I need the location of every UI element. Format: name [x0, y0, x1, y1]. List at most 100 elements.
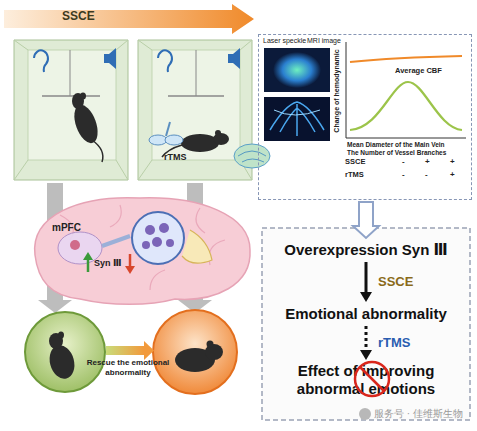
- cage: [14, 40, 28, 50]
- table-cell: +: [450, 157, 455, 166]
- mouse: [215, 130, 221, 136]
- node-text: Average CBF: [395, 66, 442, 75]
- level-arrow: [125, 266, 135, 274]
- summary-step: Effect of improving abnormal emotions: [284, 362, 448, 400]
- synapse-illustration: [102, 236, 130, 246]
- synapse-illustration: [152, 237, 162, 247]
- edge-label: rTMS: [378, 335, 411, 350]
- watermark-icon: [359, 408, 371, 420]
- synapse-illustration: [142, 241, 150, 249]
- sound-icon: [34, 48, 240, 72]
- level-arrow: [87, 258, 90, 272]
- mouse: [70, 102, 102, 146]
- cage: [28, 50, 116, 160]
- imaging-panel: Laser speckleMRI imageChange of hemodyna…: [258, 34, 472, 200]
- cage-box: rTMS: [138, 40, 252, 180]
- mouse: [80, 93, 86, 100]
- synapse-illustration: [58, 212, 212, 264]
- hemodynamic-chart: [346, 42, 466, 138]
- synapse-illustration: [159, 223, 169, 233]
- timeline-arrow: [4, 4, 254, 34]
- sound-icon: [228, 54, 233, 63]
- mouse: [181, 134, 219, 152]
- imaging-picture: [264, 48, 330, 141]
- rescue-arrow: [106, 346, 144, 355]
- table-cell: SSCE: [345, 157, 365, 166]
- imaging-picture: [270, 102, 324, 136]
- node-text: MRI image: [307, 37, 341, 44]
- node-text: mPFC: [52, 222, 81, 233]
- node-text: Emotional abnormality: [268, 304, 464, 324]
- table-cell: -: [402, 157, 405, 166]
- timeline-label: SSCE: [62, 9, 95, 23]
- hemodynamic-chart: [346, 138, 466, 139]
- synapse-illustration: [70, 240, 80, 250]
- watermark: 服务号 · 佳维斯生物: [374, 407, 463, 421]
- imaging-picture: [273, 52, 321, 88]
- rescue-arrow: [106, 341, 154, 360]
- synapse-illustration: [145, 225, 155, 235]
- cage: [138, 40, 152, 50]
- table-cell: +: [425, 157, 430, 166]
- cage: [168, 95, 224, 97]
- sound-icon: [34, 50, 48, 72]
- tms-coil: [166, 122, 170, 136]
- mouse-circle: [25, 312, 105, 392]
- edge-label: SSCE: [378, 274, 413, 289]
- sound-icon: [233, 48, 240, 69]
- cage: [42, 95, 100, 97]
- summary-step: Emotional abnormality: [268, 304, 464, 324]
- node-text: Effect of improving abnormal emotions: [284, 362, 448, 398]
- cage: [70, 50, 71, 96]
- table-cell: +: [450, 170, 455, 179]
- watermark-icon: [359, 408, 371, 420]
- node-text: Overexpression Syn Ⅲ: [268, 240, 464, 260]
- mouse-circle: [153, 310, 237, 394]
- synapse-illustration: [182, 230, 212, 263]
- mouse: [213, 133, 229, 145]
- mouse-circle: [46, 332, 223, 382]
- node-text: Change of hemodynamic: [333, 46, 343, 136]
- synapse-illustration: [166, 239, 174, 247]
- brain-region: [35, 198, 250, 305]
- imaging-picture: [264, 97, 330, 141]
- brain-model: [234, 144, 270, 168]
- rescue-arrow: [144, 341, 154, 360]
- mouse-circle: [58, 332, 64, 339]
- sound-icon: [104, 54, 109, 63]
- summary-step: Overexpression Syn Ⅲ: [268, 240, 464, 260]
- hemodynamic-chart: [346, 42, 347, 138]
- cage: [14, 40, 252, 180]
- connector-line: [365, 326, 368, 351]
- node-text: Syn Ⅲ: [94, 258, 122, 268]
- connector: [360, 262, 372, 302]
- cage: [196, 50, 197, 96]
- connector: [360, 326, 372, 360]
- arrow-head: [360, 350, 372, 360]
- node-text: The Number of Vessel Branches: [347, 149, 446, 156]
- mouse-circle: [46, 342, 78, 381]
- tms-coil: [165, 135, 183, 145]
- node-text: rTMS: [164, 152, 187, 162]
- mouse: [92, 140, 103, 162]
- sound-icon: [109, 48, 116, 69]
- imaging-picture: [274, 110, 320, 115]
- tms-coil: [149, 135, 167, 145]
- brain-model: [234, 144, 270, 168]
- hemodynamic-chart: [350, 56, 462, 62]
- summary-frame: [262, 228, 470, 420]
- rescue-label: Rescue the emotional abnormality: [86, 358, 170, 378]
- hemodynamic-chart: [350, 82, 462, 130]
- cage: [138, 160, 152, 180]
- cage: [116, 160, 128, 180]
- tms-coil: [149, 122, 183, 145]
- connector-line: [365, 262, 368, 293]
- level-arrow: [83, 252, 135, 274]
- cage: [14, 160, 28, 180]
- imaging-picture: [264, 48, 330, 92]
- brain-model: [238, 151, 266, 162]
- level-arrow: [83, 252, 93, 260]
- summary-frame: [262, 228, 470, 420]
- arrow-head: [360, 292, 372, 302]
